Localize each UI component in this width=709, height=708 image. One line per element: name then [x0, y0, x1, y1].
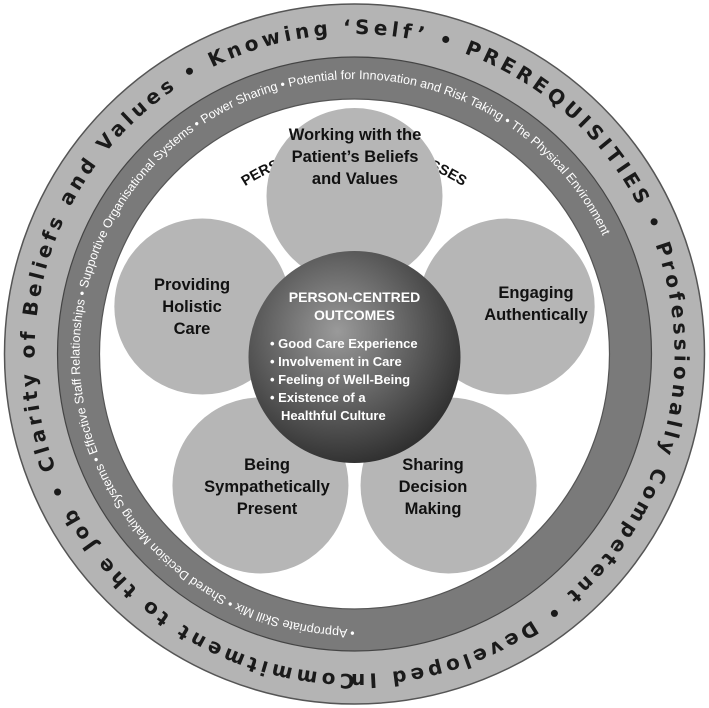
petal-beliefs-values-line: Patient’s Beliefs [292, 148, 419, 166]
outcomes-item: • Involvement in Care [270, 354, 402, 369]
outcomes-core [248, 251, 461, 463]
petal-beliefs-values-line: and Values [312, 170, 398, 188]
outcomes-title-line: PERSON-CENTRED [289, 289, 420, 305]
petal-engaging-authentically [418, 218, 595, 395]
petal-sympathetically-present-line: Present [237, 500, 298, 518]
petal-sharing-decision-making-line: Sharing [402, 456, 463, 474]
petal-holistic-care-line: Providing [154, 276, 230, 294]
petal-engaging-authentically-line: Engaging [498, 284, 573, 302]
petal-holistic-care-line: Care [174, 320, 211, 338]
petal-sympathetically-present-line: Sympathetically [204, 478, 330, 496]
petal-beliefs-values-line: Working with the [289, 126, 422, 144]
outcomes-item: • Feeling of Well-Being [270, 372, 410, 387]
outcomes-text-group: PERSON-CENTRED OUTCOMES • Good Care Experi… [270, 289, 420, 423]
petal-engaging-authentically-line: Authentically [484, 306, 588, 324]
outcomes-title-line: OUTCOMES [314, 307, 395, 323]
petal-sharing-decision-making-line: Decision [399, 478, 468, 496]
petal-sharing-decision-making-line: Making [405, 500, 462, 518]
petal-holistic-care [114, 218, 291, 395]
outcomes-item: • Good Care Experience [270, 336, 418, 351]
petal-sympathetically-present-line: Being [244, 456, 290, 474]
outcomes-item: Healthful Culture [281, 408, 386, 423]
petal-holistic-care-line: Holistic [162, 298, 222, 316]
outcomes-item: • Existence of a [270, 390, 366, 405]
petal-beliefs-values [266, 108, 443, 284]
